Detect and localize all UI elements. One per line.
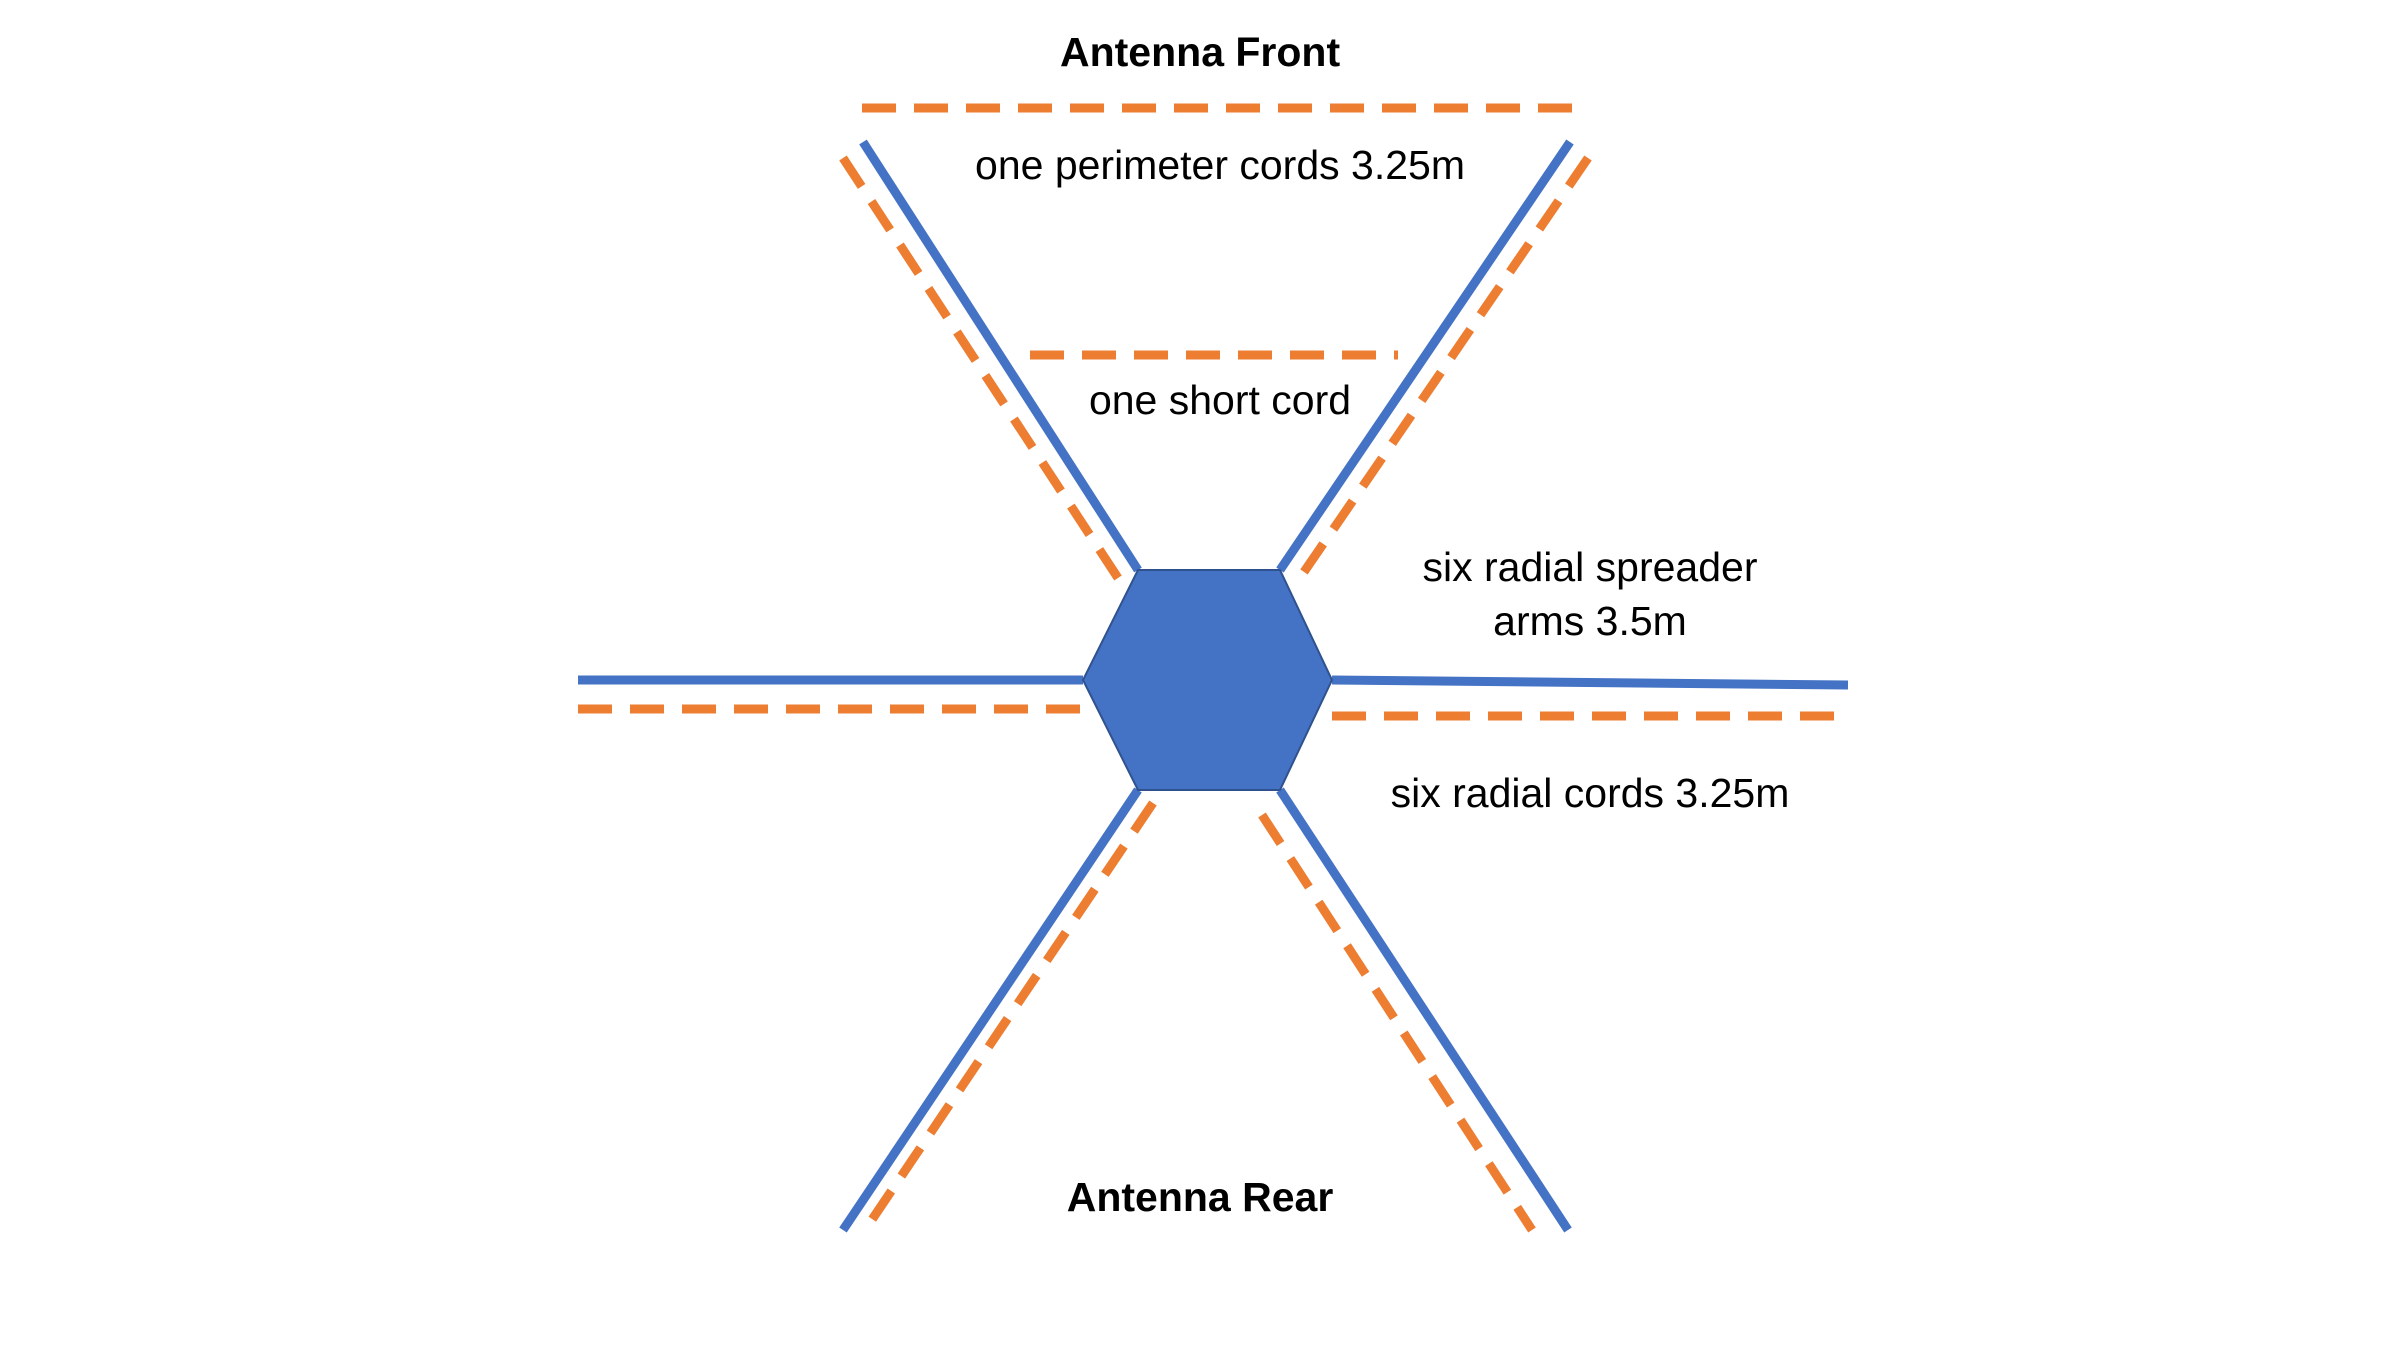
cords <box>578 103 1838 1233</box>
spreader-arms-label-line2: arms 3.5m <box>1493 598 1687 644</box>
arm-upper-left <box>859 139 1142 573</box>
antenna-rear-label: Antenna Rear <box>1066 1174 1334 1220</box>
perimeter-cords-label: one perimeter cords 3.25m <box>975 142 1465 188</box>
arm-right <box>1331 675 1849 690</box>
center-hub-hexagon <box>1081 569 1334 791</box>
antenna-front-label: Antenna Front <box>1060 29 1341 75</box>
spreader-arms <box>578 139 1849 1233</box>
arm-lower-right <box>1276 787 1572 1233</box>
spreader-arms-label: six radial spreader arms 3.5m <box>1390 540 1790 648</box>
spreader-arms-label-line1: six radial spreader <box>1422 544 1758 590</box>
cord-lower-right <box>1258 812 1536 1233</box>
arm-lower-left <box>839 787 1142 1233</box>
arm-upper-right <box>1276 139 1574 573</box>
cord-upper-left <box>839 155 1122 581</box>
radial-cords-label: six radial cords 3.25m <box>1390 770 1790 816</box>
short-cord-label: one short cord <box>1088 377 1352 423</box>
cord-lower-left <box>861 800 1157 1233</box>
cord-upper-right <box>1291 155 1592 588</box>
